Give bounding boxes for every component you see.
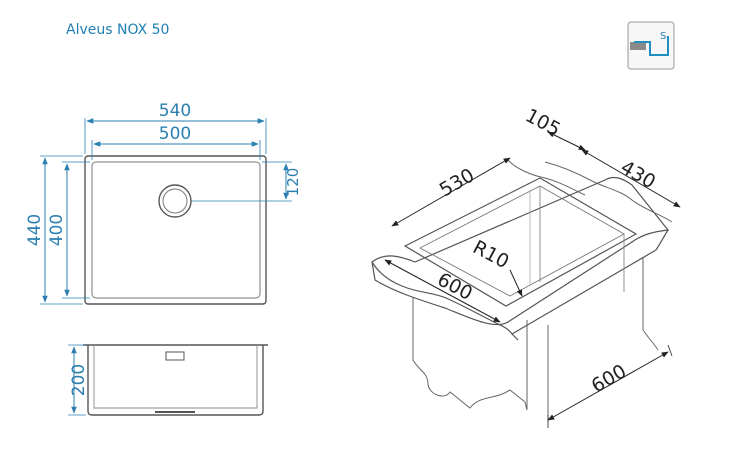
drain-outer-ring [158, 184, 192, 218]
outer-height-label: 440 [25, 214, 45, 246]
drain-offset-label: 120 [284, 168, 302, 197]
undermount-sink-icon: S [627, 21, 675, 70]
depth-label: 200 [69, 364, 89, 396]
side-view: 200 [68, 344, 268, 416]
product-title: Alveus NOX 50 [66, 22, 170, 38]
drain-inner-ring [162, 188, 188, 214]
outer-width-label: 540 [159, 101, 191, 121]
mount-type-letter: S [660, 31, 666, 42]
inner-width-label: 500 [159, 124, 191, 144]
cabinet-width-bottom-label: 600 [588, 360, 630, 397]
inner-height-label: 400 [47, 214, 67, 246]
isometric-view: 105 430 530 R10 600 600 [371, 104, 681, 428]
flange-width-label: 105 [522, 104, 564, 140]
top-view: 540 500 440 400 120 [25, 101, 302, 305]
bowl-length-label: 530 [436, 164, 478, 201]
